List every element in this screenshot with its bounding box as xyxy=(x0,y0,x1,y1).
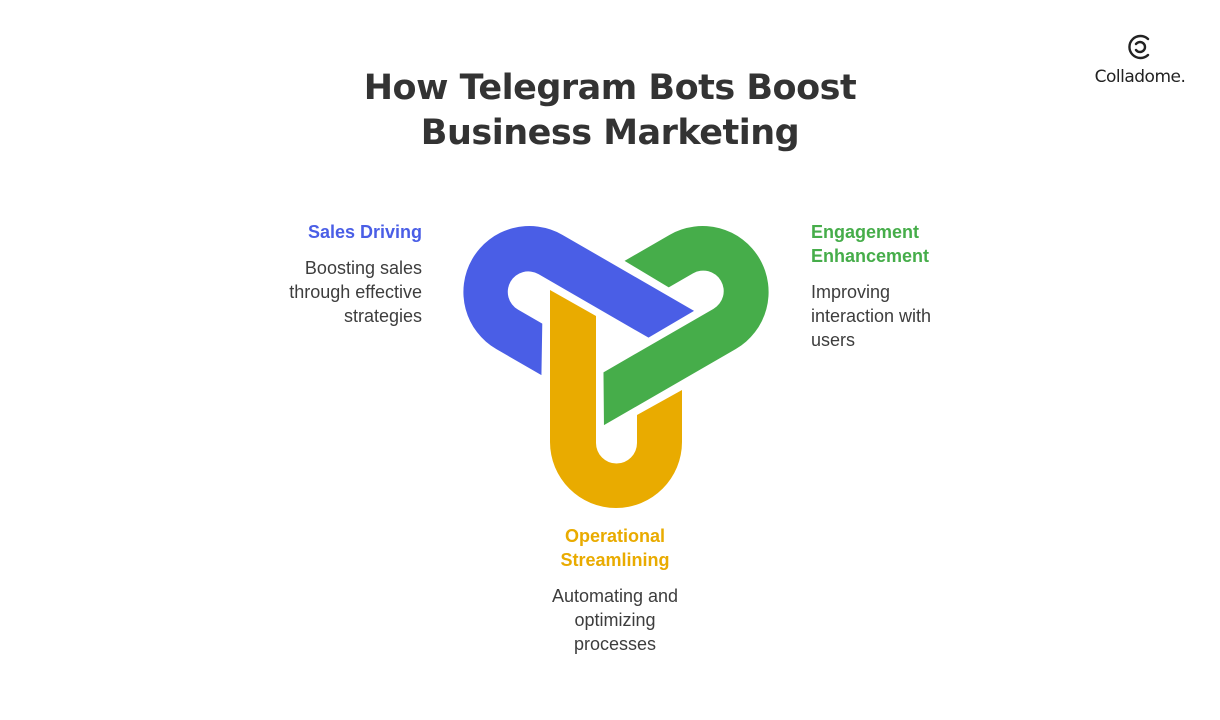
engagement-block: Engagement Enhancement Improving interac… xyxy=(811,220,1011,352)
operational-heading: Operational Streamlining xyxy=(515,524,715,572)
desc-line: through effective xyxy=(289,282,422,302)
sales-driving-block: Sales Driving Boosting sales through eff… xyxy=(222,220,422,328)
operational-block: Operational Streamlining Automating and … xyxy=(515,524,715,656)
sales-description: Boosting sales through effective strateg… xyxy=(222,256,422,328)
operational-description: Automating and optimizing processes xyxy=(515,584,715,656)
desc-line: strategies xyxy=(343,306,422,326)
colladome-logo: Colladome. xyxy=(1085,32,1195,87)
operational-link xyxy=(550,290,682,508)
engagement-description: Improving interaction with users xyxy=(811,280,1011,352)
title-line-2: Business Marketing xyxy=(420,113,800,153)
heading-line: Engagement xyxy=(811,222,920,242)
desc-line: Improving xyxy=(811,282,891,302)
page-title: How Telegram Bots Boost Business Marketi… xyxy=(310,66,910,156)
desc-line: optimizing xyxy=(574,610,656,630)
desc-line: processes xyxy=(573,634,657,654)
logo-text: Colladome. xyxy=(1094,67,1186,87)
heading-line: Streamlining xyxy=(560,550,670,570)
engagement-link xyxy=(603,226,769,426)
heading-line: Operational xyxy=(564,526,666,546)
desc-line: Automating and xyxy=(551,586,679,606)
logo-icon xyxy=(1128,34,1150,60)
desc-line: Boosting sales xyxy=(304,258,422,278)
engagement-heading: Engagement Enhancement xyxy=(811,220,1011,268)
desc-line: interaction with xyxy=(811,306,932,326)
heading-line: Enhancement xyxy=(811,246,930,266)
title-line-1: How Telegram Bots Boost xyxy=(363,68,857,108)
desc-line: users xyxy=(811,330,856,350)
sales-heading: Sales Driving xyxy=(307,222,422,242)
sales-link xyxy=(463,226,695,376)
